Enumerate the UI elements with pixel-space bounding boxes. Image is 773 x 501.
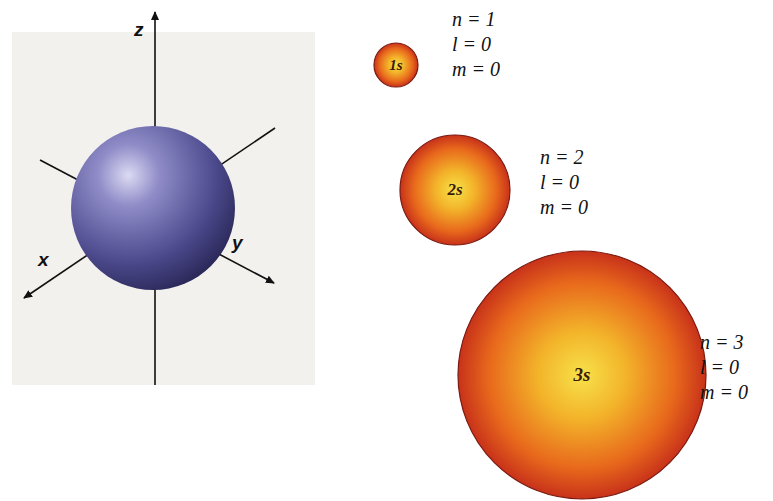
- axis-label: z: [134, 20, 144, 41]
- orbital-name: 1s: [389, 57, 402, 74]
- axis-label: y: [232, 233, 243, 254]
- quantum-number: l = 0: [700, 356, 739, 378]
- quantum-number: n = 1: [452, 8, 496, 30]
- quantum-number: n = 2: [540, 146, 584, 168]
- orbital-name: 3s: [574, 364, 591, 386]
- photo-ground: [12, 32, 315, 385]
- orbital-name: 2s: [447, 180, 462, 200]
- axis-label: x: [38, 250, 49, 271]
- quantum-number: l = 0: [540, 171, 579, 193]
- orbital-circle: 2s: [399, 134, 511, 246]
- s-orbital-sphere: [71, 126, 235, 290]
- quantum-number: m = 0: [700, 381, 748, 403]
- quantum-number: m = 0: [540, 196, 588, 218]
- orbital-circle: 3s: [457, 250, 707, 500]
- quantum-number: m = 0: [452, 58, 500, 80]
- quantum-number: n = 3: [700, 331, 744, 353]
- quantum-number: l = 0: [452, 33, 491, 55]
- orbital-circle: 1s: [373, 42, 419, 88]
